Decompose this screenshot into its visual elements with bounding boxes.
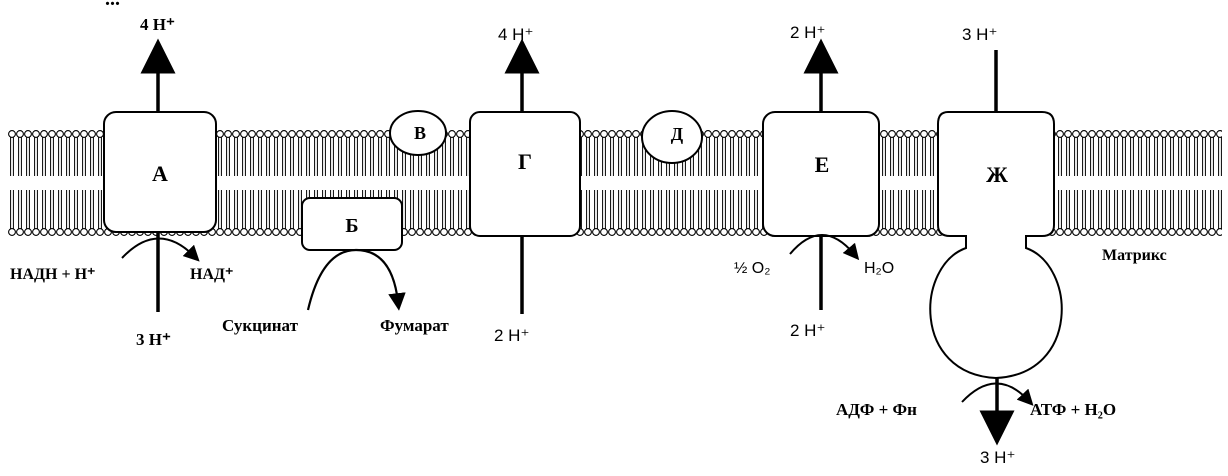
carrier-v (389, 110, 447, 156)
e-top-label: 2 Н⁺ (790, 23, 825, 42)
curve-a (121, 237, 200, 262)
zh-top-label: 3 Н⁺ (962, 25, 997, 44)
complex-a-label: А (152, 161, 168, 186)
g-top-label: 4 Н⁺ (498, 25, 533, 44)
carrier-d-label: Д (671, 124, 684, 144)
a-right-sub-label: НАД⁺ (190, 266, 233, 283)
complex-g (469, 111, 581, 237)
e-bottom-label: 2 Н⁺ (790, 321, 825, 340)
curve-b (306, 248, 406, 311)
carrier-v-label: В (414, 123, 426, 143)
zh-right-sub-label: АТФ + Н₂О (1030, 400, 1116, 419)
curve-e (789, 234, 860, 261)
b-left-sub-label: Сукцинат (222, 316, 299, 335)
e-right-sub-label: H₂O (864, 260, 894, 277)
g-bottom-label: 2 Н⁺ (494, 326, 529, 345)
zh-left-sub-label: АДФ + Фн (836, 400, 917, 419)
zh-bottom-label: 3 Н⁺ (980, 448, 1015, 467)
curve-zh (961, 382, 1034, 406)
a-top-label: 4 Н⁺ (140, 15, 175, 34)
complex-b-label: Б (345, 215, 358, 237)
complex-e-label: Е (815, 152, 830, 177)
complex-zh (929, 111, 1063, 380)
b-right-sub-label: Фумарат (380, 316, 449, 335)
a-left-sub-label: НАДН + Н⁺ (10, 266, 95, 283)
complex-a (103, 111, 217, 233)
matrix-label: Матрикс (1102, 247, 1167, 264)
title-fragment: ... (105, 0, 120, 10)
carrier-d (641, 110, 703, 164)
a-bottom-label: 3 Н⁺ (136, 330, 171, 349)
complex-zh-label: Ж (986, 162, 1008, 187)
e-left-sub-label: ½ O₂ (734, 260, 770, 277)
complex-g-label: Г (518, 149, 532, 174)
cut-off-title: ... (0, 0, 1228, 10)
